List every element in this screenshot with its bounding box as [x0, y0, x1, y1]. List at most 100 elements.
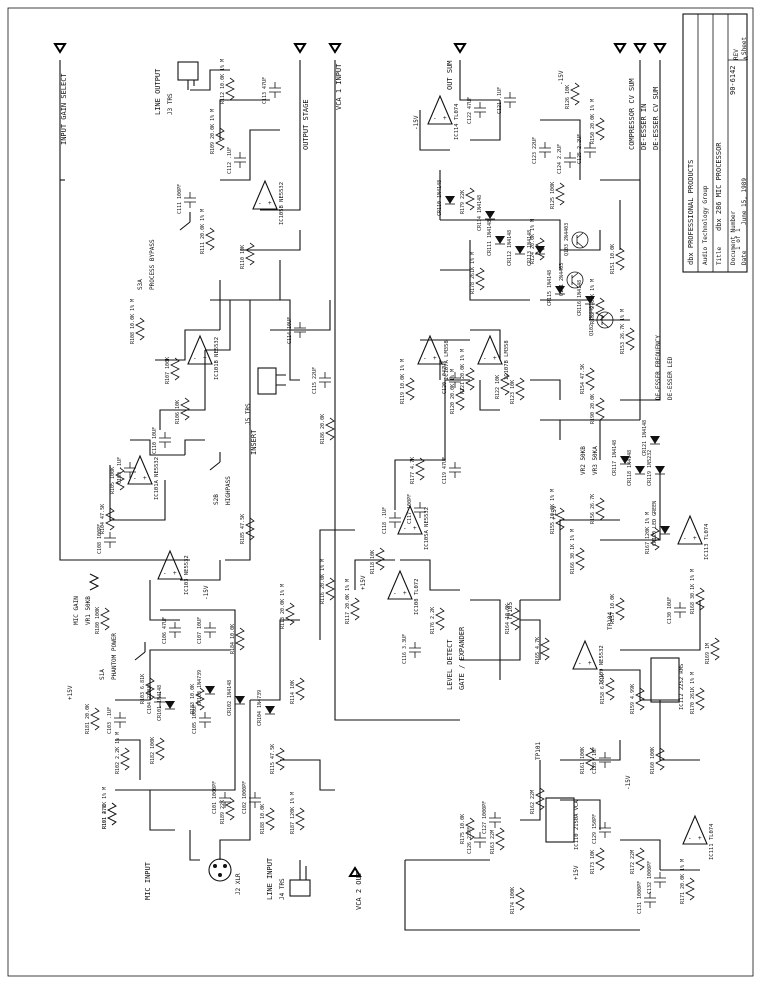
vr2-value: VR2 50KB	[580, 446, 587, 475]
capacitor-label: C122 47UF	[467, 97, 473, 124]
resistor-label: R163 22M	[490, 830, 496, 854]
ic-label-ic101b: IC101B NE5532	[214, 337, 220, 380]
resistor-r117: R117 20.0K 1% M	[345, 579, 360, 624]
resistor-label: R191 47K	[102, 805, 108, 829]
diode-label: CR115 1N4148	[547, 270, 553, 306]
transistor-q103: Q103 2N4403	[564, 223, 589, 256]
ic-layer: -+IC101A NE5532-+IC101B NE5532-+IC103 NE…	[127, 94, 715, 860]
resistor-label: R179 22K	[460, 190, 466, 214]
capacitor-c111: C111 100PF	[177, 184, 196, 214]
opamp-ic112: IC112 2252 RMS	[650, 657, 685, 710]
opamp-ic114: -+IC114 TL074	[427, 94, 460, 140]
resistor-r162: R162 22M	[530, 787, 545, 814]
supply-pos-3: +15V	[551, 505, 558, 520]
svg-text:+: +	[403, 590, 407, 597]
svg-text:-: -	[133, 475, 137, 482]
svg-text:-: -	[163, 570, 167, 577]
resistor-r181: R181 20.0K	[85, 704, 100, 734]
resistor-r182: R182 100K	[150, 737, 165, 764]
revision-block: REV A	[733, 49, 750, 60]
opamp-ic110: IC110 2150A VCA	[545, 797, 580, 850]
capacitor-c110: C110 10UF	[152, 427, 171, 454]
ic-label-ic107a: IC107A LM358	[444, 340, 450, 380]
ic-label-ic108: IC108 TL072	[414, 579, 420, 615]
resistor-r126: R126 10K	[565, 82, 580, 109]
capacitor-c121: C121 .1UF	[497, 87, 516, 114]
s1-label: S1A	[99, 669, 106, 680]
svg-text:-: -	[193, 355, 197, 362]
port-vca1-input: VCA 1 INPUT	[335, 63, 343, 110]
resistor-label: R123 10K	[510, 380, 516, 404]
diode-label: CR110 1N4148	[437, 180, 443, 216]
capacitor-c130: C130 10UF	[667, 597, 686, 624]
resistor-r155: R155 10.0K 1% M	[550, 489, 565, 534]
capacitor-label: C116 3.3UF	[402, 634, 408, 664]
capacitor-label: C127 1000PF	[482, 801, 488, 834]
resistor-r152: R152 2.00K 1% M	[590, 279, 605, 324]
diode-cr116: CR116 1N4148	[577, 280, 595, 316]
resistor-label: R167 120K 1% M	[645, 512, 651, 554]
resistor-r178: R178 261K 1% M	[470, 252, 485, 294]
transistor-label: Q103 2N4403	[564, 223, 570, 256]
resistor-r157: R157 10.0K	[610, 594, 625, 624]
resistor-label: R153 26.7K 1% M	[620, 309, 626, 354]
svg-text:+: +	[588, 660, 592, 667]
capacitor-c109: C109 .1UF	[117, 457, 136, 484]
resistor-label: R174 100K	[510, 887, 516, 914]
diode-cr110: CR110 1N4148	[437, 180, 455, 216]
resistor-r185: R185 47.5K	[240, 514, 255, 544]
tp101-label: TP101	[535, 742, 542, 760]
capacitor-c116: C116 3.3UF	[402, 634, 421, 664]
resistor-label: R171 20.0K 1% M	[680, 859, 686, 904]
capacitor-label: C128 .1UF	[592, 747, 598, 774]
opamp-ic107a: -+IC107A LM358	[417, 334, 450, 380]
resistor-label: R104 47.5K	[100, 504, 106, 534]
resistor-label: R187 120K 1% M	[290, 792, 296, 834]
resistor-label: R111 20.0K 1% M	[200, 209, 206, 254]
capacitor-label: C121 .1UF	[497, 87, 503, 114]
title-block: dbx PROFESSIONAL PRODUCTS Audio Technolo…	[687, 37, 748, 265]
company-name: dbx PROFESSIONAL PRODUCTS	[687, 160, 695, 265]
title-block-frame	[682, 13, 748, 273]
resistor-label: R121 20.0K 1% M	[460, 349, 466, 394]
capacitor-label: C113 47UF	[262, 77, 268, 104]
resistor-r111: R111 20.0K 1% M	[200, 209, 215, 254]
resistor-r125: R125 100K	[550, 182, 565, 209]
svg-text:-: -	[403, 525, 407, 532]
diode-cr115: CR115 1N4148	[547, 270, 565, 306]
svg-text:-: -	[683, 535, 687, 542]
resistor-label: R108 10.0K 1% M	[130, 299, 136, 344]
resistor-label: R189 22K	[220, 800, 226, 824]
bypass-switch: S3A PROCESS BYPASS	[137, 212, 191, 290]
capacitor-label: C125 2.2UF	[577, 134, 583, 164]
port-labels	[53, 43, 667, 877]
capacitor-c114: C114 10UF	[287, 317, 306, 344]
de-esser-controls: DE-ESSER FREQUENCY VR2 50KB VR3 50KA DE-…	[507, 335, 674, 760]
capacitor-c101: C101 1000PF	[212, 781, 231, 814]
opamp-ic101a: -+IC101A NE5532	[127, 454, 160, 500]
diode-label: CR111 1N4148	[487, 220, 493, 256]
resistor-label: R186 20.0K	[320, 414, 326, 444]
resistor-label: R180 100K	[95, 607, 101, 634]
resistor-label: R177 4.7K	[410, 457, 416, 484]
insert-part: J5 TRS	[245, 403, 252, 425]
resistor-label: R159 4.99K	[630, 684, 636, 714]
port-noise-gate: GATE / EXPANDER	[458, 626, 466, 690]
ic-label-ic109: IC109 NE5532	[599, 645, 605, 685]
resistor-label: R162 22M	[530, 790, 536, 814]
tp105-label: TP105	[507, 602, 514, 620]
diode-label: CR102 1N4148	[227, 680, 233, 716]
capacitor-label: C103 .1UF	[107, 707, 113, 734]
resistor-label: R172 22M	[630, 850, 636, 874]
resistor-label: R190 20.0K	[590, 394, 596, 424]
capacitor-label: C115 22UF	[312, 367, 318, 394]
opamp-ic108: -+IC108 TL072	[387, 569, 420, 615]
capacitor-c128: C128 .1UF	[592, 747, 611, 774]
capacitor-c103: C103 .1UF	[107, 707, 126, 734]
diode-label: CR117 1N4148	[612, 440, 618, 476]
resistor-label: R185 47.5K	[240, 514, 246, 544]
insert-jack: INSERT J5 TRS	[245, 367, 286, 455]
insert-label: INSERT	[250, 429, 258, 455]
diode-cr120: CR120 LED GREEN	[652, 501, 670, 546]
